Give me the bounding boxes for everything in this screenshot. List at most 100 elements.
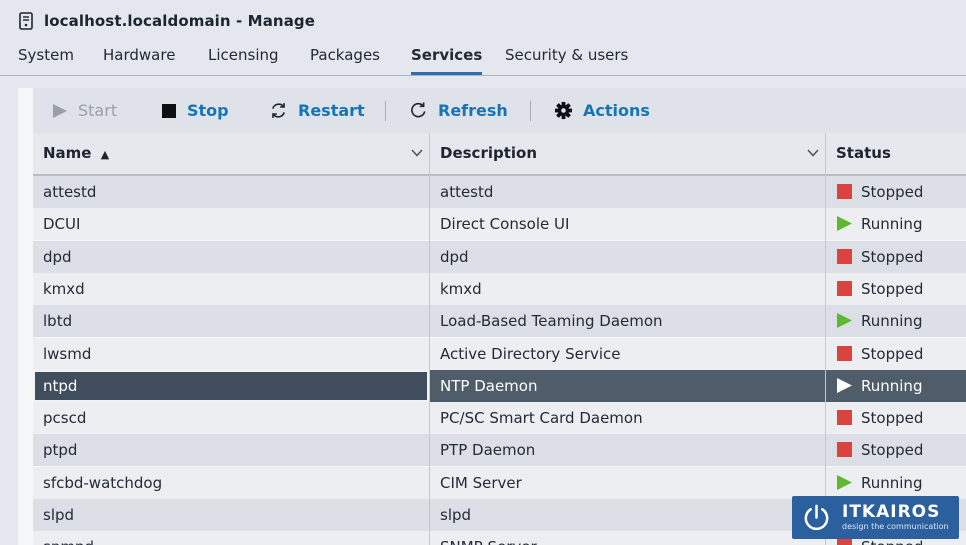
cell-service-name: lwsmd	[43, 345, 92, 363]
stopped-status-icon	[837, 346, 852, 361]
cell-status: Stopped	[826, 402, 966, 434]
start-label: Start	[78, 101, 118, 120]
host-icon	[19, 11, 33, 30]
status-text: Stopped	[861, 248, 924, 266]
column-divider[interactable]	[429, 133, 430, 545]
cell-status: Stopped	[826, 273, 966, 305]
status-text: Stopped	[861, 441, 924, 459]
table-row[interactable]: snmpdSNMP ServerStopped	[33, 531, 966, 545]
tab-licensing[interactable]: Licensing	[208, 46, 279, 64]
cell-description: PC/SC Smart Card Daemon	[440, 409, 643, 427]
status-text: Running	[861, 312, 923, 330]
cell-status: Stopped	[826, 241, 966, 273]
cell-service-name: snmpd	[33, 531, 429, 545]
tab-services[interactable]: Services	[411, 41, 483, 75]
stopped-status-icon	[837, 184, 852, 199]
column-header-description[interactable]: Description	[430, 133, 825, 174]
column-header-name[interactable]: Name ▲	[33, 133, 429, 174]
cell-service-name: slpd	[43, 506, 75, 524]
stop-button[interactable]: Stop	[161, 88, 229, 133]
table-row[interactable]: lwsmd Active Directory Service Stopped	[33, 338, 966, 370]
cell-status: Stopped	[826, 338, 966, 370]
power-logo-icon	[801, 502, 832, 533]
stop-label: Stop	[187, 101, 229, 120]
running-status-icon	[837, 216, 852, 231]
cell-service-name: DCUI	[43, 215, 81, 233]
column-status-label: Status	[836, 144, 891, 162]
start-button[interactable]: Start	[52, 88, 117, 133]
running-status-icon	[837, 378, 852, 393]
brand-watermark: ITKAIROS design the communication	[792, 496, 959, 539]
cell-status: Stopped	[826, 176, 966, 208]
cell-description: dpd	[440, 248, 469, 266]
actions-button[interactable]: Actions	[554, 88, 650, 133]
tab-packages[interactable]: Packages	[310, 46, 380, 64]
table-row[interactable]: lbtd Load-Based Teaming Daemon Running	[33, 305, 966, 337]
status-text: Running	[861, 474, 923, 492]
status-text: Running	[861, 377, 923, 395]
tab-system[interactable]: System	[18, 46, 74, 64]
brand-tagline: design the communication	[842, 522, 949, 531]
table-row[interactable]: DCUI Direct Console UI Running	[33, 208, 966, 240]
cell-status: Stopped	[826, 434, 966, 466]
table-row[interactable]: ptpd PTP Daemon Stopped	[33, 434, 966, 466]
chevron-down-icon[interactable]	[807, 149, 819, 157]
running-status-icon	[837, 313, 852, 328]
tab-bar: System Hardware Licensing Packages Servi…	[0, 41, 966, 76]
cell-status: Running	[826, 467, 966, 499]
play-icon	[52, 103, 68, 119]
status-text: Stopped	[861, 183, 924, 201]
stopped-status-icon	[837, 249, 852, 264]
cell-description: NTP Daemon	[440, 377, 538, 395]
table-row[interactable]: sfcbd-watchdog CIM Server Running	[33, 467, 966, 499]
brand-name: ITKAIROS	[842, 502, 941, 522]
services-toolbar: Start Stop Restart	[33, 88, 966, 133]
column-header-status[interactable]: Status	[826, 133, 966, 174]
cell-description: Active Directory Service	[440, 345, 621, 363]
restart-button[interactable]: Restart	[269, 88, 365, 133]
tab-security-users[interactable]: Security & users	[505, 46, 629, 64]
cell-status: Running	[826, 370, 966, 402]
restart-icon	[269, 101, 288, 120]
status-text: Stopped	[861, 409, 924, 427]
table-header: Name ▲ Description Status	[33, 133, 966, 176]
cell-service-name: dpd	[43, 248, 72, 266]
cell-description: Direct Console UI	[440, 215, 570, 233]
table-row[interactable]: dpd dpd Stopped	[33, 241, 966, 273]
cell-description: SNMP Server	[430, 531, 825, 545]
column-name-label: Name	[43, 144, 92, 162]
window-title: localhost.localdomain - Manage	[44, 11, 316, 30]
stopped-status-icon	[837, 281, 852, 296]
toolbar-divider	[530, 101, 531, 121]
stopped-status-icon	[837, 410, 852, 425]
cell-service-name: sfcbd-watchdog	[43, 474, 163, 492]
cell-service-name: lbtd	[43, 312, 73, 330]
refresh-icon	[409, 101, 428, 120]
cell-description: PTP Daemon	[440, 441, 536, 459]
tab-hardware[interactable]: Hardware	[103, 46, 176, 64]
cell-description: slpd	[440, 506, 472, 524]
refresh-label: Refresh	[438, 101, 508, 120]
table-row[interactable]: pcscd PC/SC Smart Card Daemon Stopped	[33, 402, 966, 434]
refresh-button[interactable]: Refresh	[409, 88, 508, 133]
cell-description: CIM Server	[440, 474, 522, 492]
cell-description: Load-Based Teaming Daemon	[440, 312, 663, 330]
column-description-label: Description	[440, 144, 538, 162]
cell-service-name: pcscd	[43, 409, 87, 427]
cell-service-name: ptpd	[43, 441, 78, 459]
chevron-down-icon[interactable]	[411, 149, 423, 157]
running-status-icon	[837, 475, 852, 490]
column-divider[interactable]	[825, 133, 826, 545]
restart-label: Restart	[298, 101, 365, 120]
status-text: Stopped	[861, 280, 924, 298]
services-panel: Start Stop Restart	[18, 88, 966, 545]
cell-service-name: kmxd	[43, 280, 85, 298]
cell-status: Stopped	[826, 531, 966, 545]
stopped-status-icon	[837, 539, 852, 545]
cell-status: Running	[826, 208, 966, 240]
stopped-status-icon	[837, 442, 852, 457]
cell-description: attestd	[440, 183, 494, 201]
